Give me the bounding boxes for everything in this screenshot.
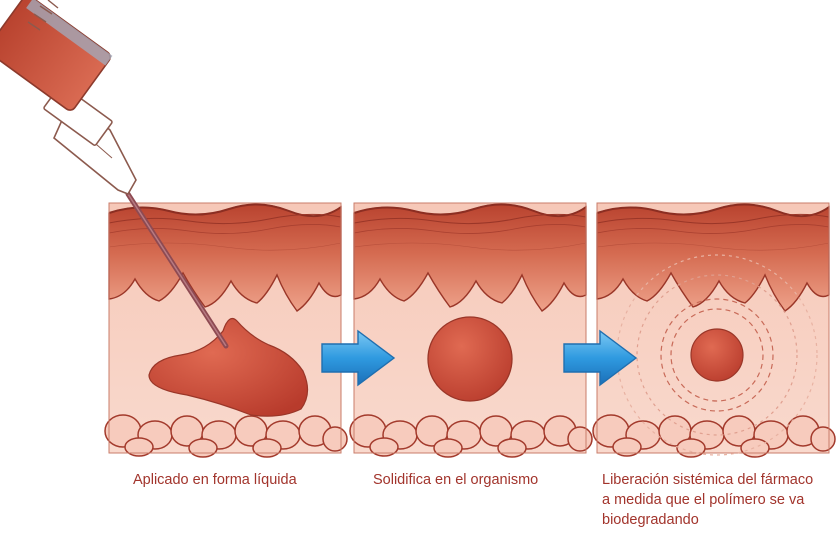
caption-line: biodegradando — [602, 510, 813, 530]
caption-line: Aplicado en forma líquida — [133, 470, 297, 490]
panel-drug-release — [593, 203, 835, 457]
degrading-implant — [691, 329, 743, 381]
panel-liquid-injection — [105, 203, 347, 457]
panel-solid-depot — [350, 203, 592, 457]
caption-solidifies: Solidifica en el organismo — [373, 470, 538, 490]
caption-line: Solidifica en el organismo — [373, 470, 538, 490]
caption-systemic-release: Liberación sistémica del fármaco a medid… — [602, 470, 813, 530]
caption-line: Liberación sistémica del fármaco — [602, 470, 813, 490]
caption-line: a medida que el polímero se va — [602, 490, 813, 510]
solid-implant — [428, 317, 512, 401]
caption-liquid-application: Aplicado en forma líquida — [133, 470, 297, 490]
